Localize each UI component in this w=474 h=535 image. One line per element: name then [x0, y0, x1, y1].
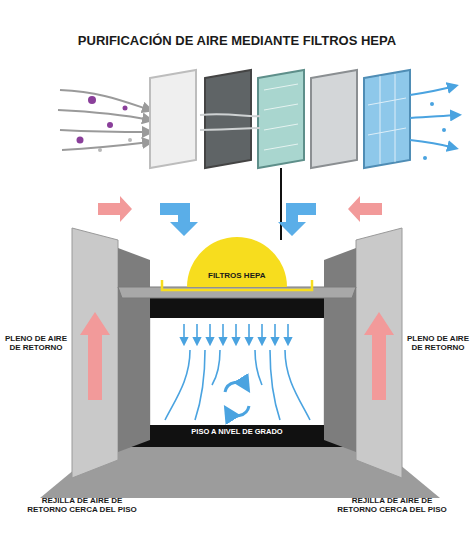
airflow-arrows	[98, 196, 382, 236]
plenum-label: PLENO DE AIRE DE RETORNO	[4, 334, 68, 352]
return-arrow	[80, 312, 110, 400]
diagram-title: PURIFICACIÓN DE AIRE MEDIANTE FILTROS HE…	[10, 34, 464, 49]
grille-label: REJILLA DE AIRE DE RETORNO CERCA DEL PIS…	[22, 496, 142, 514]
floor-label: PISO A NIVEL DE GRADO	[185, 428, 289, 437]
hepa-dome	[187, 237, 287, 287]
return-arrow	[364, 312, 394, 400]
return-plenum-wall	[72, 228, 118, 478]
filter-strip	[58, 70, 458, 240]
node-text: FILTROS HEPA	[208, 271, 265, 280]
return-plenum-wall	[356, 228, 402, 478]
ceiling	[118, 287, 356, 298]
laminar-flow	[165, 324, 310, 420]
filter-box: FILTROS HEPA	[203, 269, 270, 282]
grille-label: REJILLA DE AIRE DE RETORNO CERCA DEL PIS…	[332, 496, 452, 514]
room	[150, 298, 324, 445]
plenum-label: PLENO DE AIRE DE RETORNO	[406, 334, 470, 352]
